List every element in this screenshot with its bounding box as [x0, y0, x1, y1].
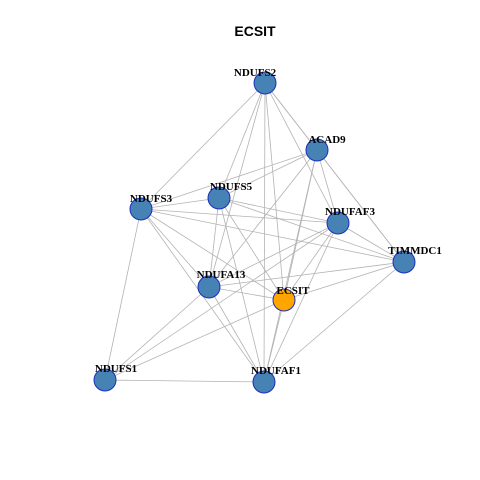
- edge-ndufa13-ecsit: [208, 286, 285, 301]
- edge-acad9-ndufaf3: [316, 149, 339, 224]
- node-ndufs1: [93, 368, 117, 392]
- edge-ndufs3-ndufs1: [104, 208, 142, 381]
- node-label-ndufs1: NDUFS1: [95, 363, 137, 375]
- node-label-timmdc1: TIMMDC1: [388, 245, 442, 257]
- edge-ndufaf3-ecsit: [283, 222, 339, 301]
- edge-ndufs5-ndufa13: [208, 197, 220, 288]
- edge-ndufs3-ndufa13: [140, 208, 210, 288]
- edge-ndufaf3-ndufa13: [208, 222, 339, 288]
- edge-ndufs3-ndufaf3: [140, 208, 339, 224]
- node-label-ndufaf1: NDUFAF1: [251, 365, 301, 377]
- edge-ndufs3-timmdc1: [140, 208, 405, 263]
- nodes-layer: [93, 71, 416, 394]
- edge-ndufaf3-ndufs1: [104, 222, 339, 381]
- node-timmdc1: [392, 250, 416, 274]
- edge-acad9-ndufs3: [140, 149, 318, 210]
- edge-timmdc1-ndufaf1: [263, 261, 405, 383]
- edge-ecsit-ndufaf1: [263, 299, 285, 383]
- edge-ndufa13-ndufs1: [104, 286, 210, 381]
- edge-timmdc1-ecsit: [283, 261, 405, 301]
- node-ecsit: [272, 288, 296, 312]
- edge-timmdc1-ndufa13: [208, 261, 405, 288]
- edges-layer: [104, 82, 405, 383]
- node-ndufaf1: [252, 370, 276, 394]
- edge-ndufs2-ndufaf1: [263, 82, 266, 383]
- edge-ndufs5-ndufaf3: [218, 197, 339, 224]
- node-ndufs3: [129, 197, 153, 221]
- edge-ndufs5-ndufs3: [140, 197, 220, 210]
- edge-ndufs2-ndufa13: [208, 82, 266, 288]
- edge-ndufs1-ndufaf1: [104, 379, 265, 383]
- node-acad9: [305, 138, 329, 162]
- edge-acad9-ndufaf1: [263, 149, 318, 383]
- edge-ecsit-ndufs1: [104, 299, 285, 381]
- edge-ndufs2-ndufs5: [218, 82, 266, 199]
- node-label-ecsit: ECSIT: [276, 285, 310, 297]
- edge-ndufaf3-timmdc1: [337, 222, 405, 263]
- node-label-ndufa13: NDUFA13: [197, 269, 246, 281]
- node-label-ndufs3: NDUFS3: [130, 193, 173, 205]
- node-ndufa13: [197, 275, 221, 299]
- edge-ndufs2-ndufaf3: [264, 82, 339, 224]
- node-label-ndufs5: NDUFS5: [210, 181, 253, 193]
- node-ndufs2: [253, 71, 277, 95]
- edge-acad9-ndufs5: [218, 149, 318, 199]
- edge-acad9-timmdc1: [316, 149, 405, 263]
- node-label-ndufaf3: NDUFAF3: [325, 206, 375, 218]
- edge-ndufa13-ndufaf1: [208, 286, 265, 383]
- graph-title: ECSIT: [234, 23, 276, 39]
- edge-ndufs5-ndufaf1: [218, 197, 265, 383]
- edge-ndufs2-ndufs3: [140, 82, 266, 210]
- node-label-ndufs2: NDUFS2: [234, 67, 277, 79]
- node-ndufaf3: [326, 211, 350, 235]
- labels-layer: NDUFS2ACAD9NDUFS5NDUFS3NDUFAF3TIMMDC1NDU…: [95, 67, 442, 377]
- edge-ndufs3-ecsit: [140, 208, 285, 301]
- node-label-acad9: ACAD9: [308, 134, 346, 146]
- edge-ndufs2-ecsit: [264, 82, 285, 301]
- edge-ndufs5-timmdc1: [218, 197, 405, 263]
- edge-ndufaf3-ndufaf1: [263, 222, 339, 383]
- node-ndufs5: [207, 186, 231, 210]
